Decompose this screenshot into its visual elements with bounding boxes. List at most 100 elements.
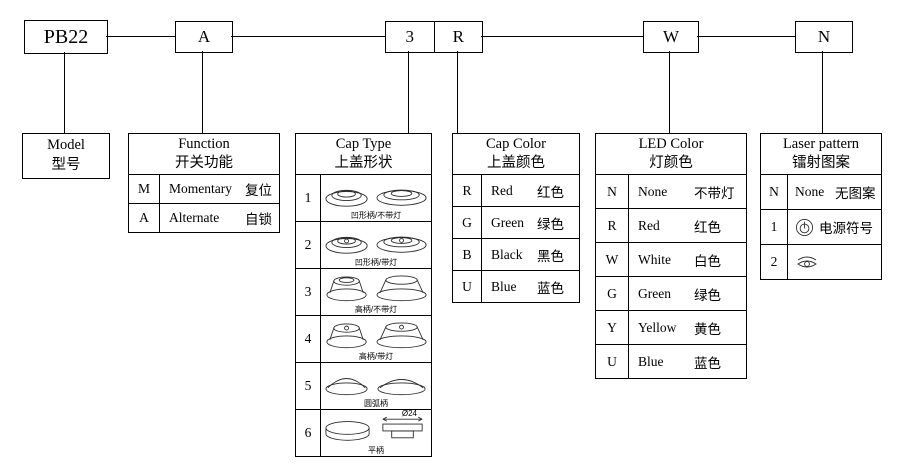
function-title-zh: 开关功能 bbox=[175, 155, 233, 171]
connector-line bbox=[481, 36, 643, 37]
table-row: 4 高柄/带灯 bbox=[296, 316, 431, 363]
row-desc-en: Alternate bbox=[169, 210, 220, 225]
table-row: 5 圆弧柄 bbox=[296, 363, 431, 410]
row-code: N bbox=[596, 175, 629, 208]
connector-line bbox=[697, 36, 795, 37]
row-code: 6 bbox=[296, 410, 321, 456]
row-desc-zh: 自锁 bbox=[245, 212, 272, 227]
row-desc-zh: 无图案 bbox=[835, 186, 876, 201]
row-desc-en: Red bbox=[638, 217, 660, 233]
connector-line bbox=[231, 36, 385, 37]
row-desc: Green 绿色 bbox=[482, 207, 579, 238]
cap-type-title-en: Cap Type bbox=[335, 136, 392, 153]
connector-line bbox=[408, 51, 409, 133]
table-row: 2 凹形柄/带灯 bbox=[296, 222, 431, 269]
led-color-title-zh: 灯颜色 bbox=[649, 155, 693, 171]
connector-line bbox=[64, 52, 65, 133]
row-desc-en: Green bbox=[491, 214, 524, 230]
table-row: 2 bbox=[761, 245, 881, 279]
row-code: U bbox=[596, 345, 629, 378]
row-code: G bbox=[453, 207, 482, 238]
row-code: 4 bbox=[296, 316, 321, 362]
table-row: 1 电源符号 bbox=[761, 210, 881, 245]
row-desc: Red 红色 bbox=[482, 175, 579, 206]
row-desc: 电源符号 bbox=[788, 210, 881, 244]
code-box-cap: 3 R bbox=[385, 21, 483, 53]
diameter-dimension-label: Ø24 bbox=[401, 409, 417, 418]
cap-type-table: Cap Type 上盖形状 1 凹形柄/不带灯 2 bbox=[295, 133, 432, 457]
cap-type-table-header: Cap Type 上盖形状 bbox=[296, 134, 431, 175]
code-box-model: PB22 bbox=[24, 20, 108, 54]
led-color-title-en: LED Color bbox=[638, 136, 704, 153]
row-desc: Momentary 复位 bbox=[160, 175, 279, 203]
row-desc-zh: 电源符号 bbox=[819, 221, 873, 236]
code-box-laser: N bbox=[795, 21, 853, 53]
laser-title-zh: 镭射图案 bbox=[792, 155, 850, 171]
row-desc-zh: 白色 bbox=[694, 253, 721, 269]
row-desc-en: Green bbox=[638, 285, 671, 301]
cap-color-table: Cap Color 上盖颜色 R Red 红色 G Green 绿色 B Bla… bbox=[452, 133, 580, 303]
laser-pattern-table-header: Laser pattern 镭射图案 bbox=[761, 134, 881, 175]
row-code: 1 bbox=[296, 175, 321, 221]
power-icon bbox=[795, 218, 814, 237]
row-desc-zh: 蓝色 bbox=[537, 280, 564, 296]
table-row: 1 凹形柄/不带灯 bbox=[296, 175, 431, 222]
table-row: 3 高柄/不带灯 bbox=[296, 269, 431, 316]
row-desc-zh: 黑色 bbox=[537, 248, 564, 264]
model-title-en: Model bbox=[47, 137, 85, 154]
row-code: N bbox=[761, 175, 788, 209]
connector-line bbox=[457, 51, 458, 133]
cap-drawing-2: 凹形柄/带灯 bbox=[321, 222, 431, 268]
cap-drawing-6: Ø24 平柄 bbox=[321, 410, 431, 456]
row-desc-en: Red bbox=[491, 182, 513, 198]
function-title-en: Function bbox=[178, 136, 230, 153]
row-desc: Blue 蓝色 bbox=[482, 271, 579, 302]
connector-line bbox=[669, 51, 670, 133]
row-desc-en: Blue bbox=[638, 353, 664, 369]
code-cell-cap-color: R bbox=[433, 22, 483, 52]
row-code: R bbox=[453, 175, 482, 206]
row-desc: Red 红色 bbox=[629, 209, 746, 242]
row-desc-zh: 绿色 bbox=[694, 287, 721, 303]
cap-caption: 高柄/带灯 bbox=[358, 352, 394, 361]
row-desc-zh: 黄色 bbox=[694, 321, 721, 337]
laser-pattern-table: Laser pattern 镭射图案 N None 无图案 1 电源符号 bbox=[760, 133, 882, 280]
cap-caption: 高柄/不带灯 bbox=[354, 305, 398, 314]
function-table-header: Function 开关功能 bbox=[129, 134, 279, 175]
led-color-table: LED Color 灯颜色 N None 不带灯 R Red 红色 W Whit… bbox=[595, 133, 747, 379]
table-row: G Green 绿色 bbox=[596, 277, 746, 311]
row-desc-zh: 蓝色 bbox=[694, 355, 721, 371]
code-cell-cap-type: 3 bbox=[405, 27, 415, 46]
table-row: M Momentary 复位 bbox=[129, 175, 279, 204]
row-desc: None 不带灯 bbox=[629, 175, 746, 208]
row-desc: Black 黑色 bbox=[482, 239, 579, 270]
cap-caption: 平柄 bbox=[368, 446, 384, 455]
cap-drawing-5: 圆弧柄 bbox=[321, 363, 431, 409]
row-desc-en: None bbox=[795, 184, 825, 199]
table-row: R Red 红色 bbox=[453, 175, 579, 207]
row-desc bbox=[788, 245, 881, 279]
row-desc: None 无图案 bbox=[788, 175, 881, 209]
cap-drawing-4: 高柄/带灯 bbox=[321, 316, 431, 362]
table-row: U Blue 蓝色 bbox=[596, 345, 746, 378]
led-color-table-header: LED Color 灯颜色 bbox=[596, 134, 746, 175]
table-row: B Black 黑色 bbox=[453, 239, 579, 271]
row-code: G bbox=[596, 277, 629, 310]
row-code: Y bbox=[596, 311, 629, 344]
table-row: N None 无图案 bbox=[761, 175, 881, 210]
row-desc: Green 绿色 bbox=[629, 277, 746, 310]
row-desc: Yellow 黄色 bbox=[629, 311, 746, 344]
row-desc-en: None bbox=[638, 183, 668, 199]
cap-color-title-zh: 上盖颜色 bbox=[487, 155, 545, 171]
row-desc: White 白色 bbox=[629, 243, 746, 276]
row-code: 3 bbox=[296, 269, 321, 315]
cap-color-title-en: Cap Color bbox=[485, 136, 546, 153]
row-desc-en: Black bbox=[491, 246, 523, 262]
row-desc: Blue 蓝色 bbox=[629, 345, 746, 378]
cap-caption: 凹形柄/不带灯 bbox=[350, 211, 402, 220]
row-desc-en: Blue bbox=[491, 278, 517, 294]
table-row: G Green 绿色 bbox=[453, 207, 579, 239]
row-code: R bbox=[596, 209, 629, 242]
cap-drawing-1: 凹形柄/不带灯 bbox=[321, 175, 431, 221]
